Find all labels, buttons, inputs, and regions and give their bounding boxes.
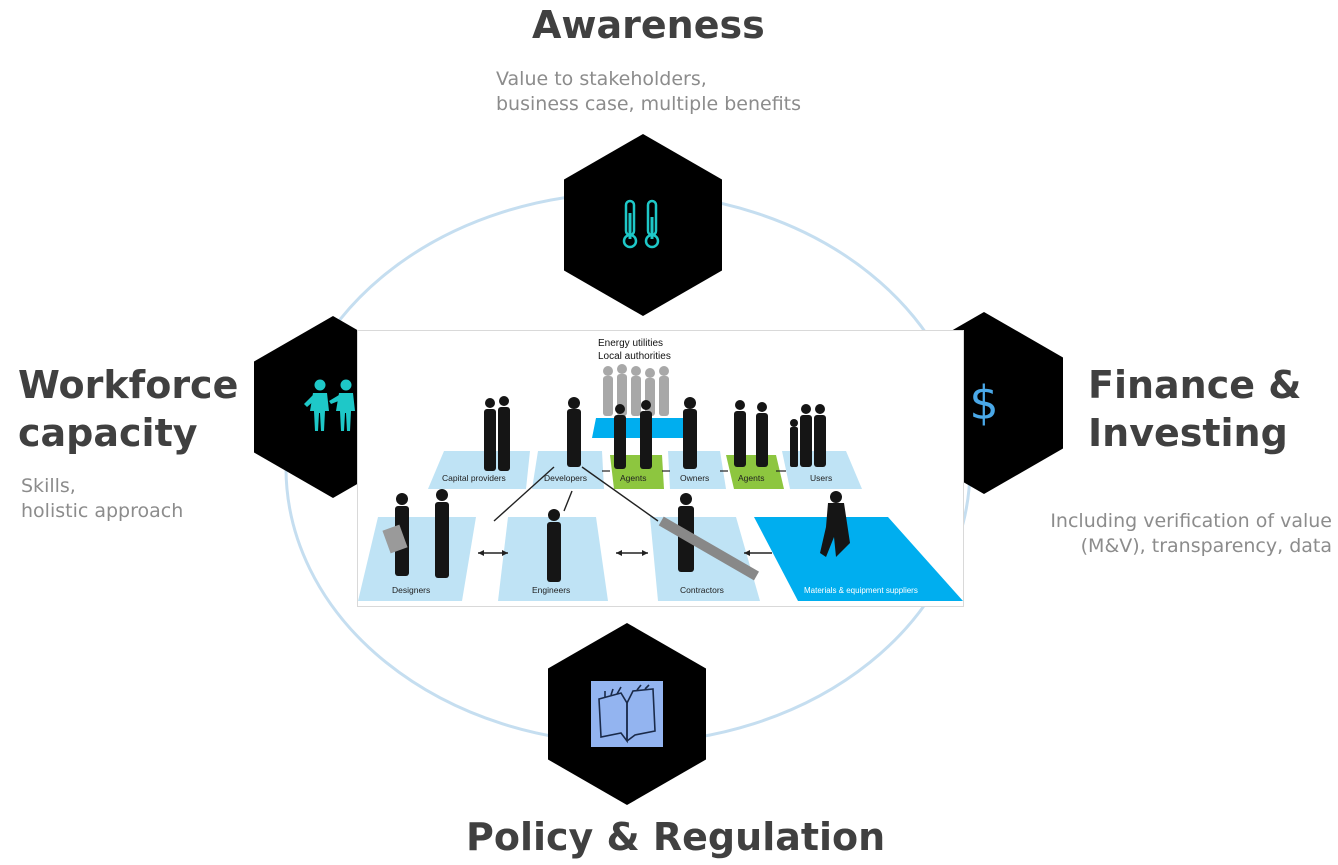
engineers-label: Engineers [532,585,570,595]
workforce-title-line2: capacity [18,410,198,455]
users-label: Users [810,473,832,483]
local-authorities-label: Local authorities [598,351,671,362]
thermometer-icon [622,199,660,249]
energy-utilities-label: Energy utilities [598,338,663,349]
agents-label-1: Agents [620,473,646,483]
stakeholder-map-svg: Energy utilities Local authorities [358,338,963,601]
svg-text:$: $ [969,376,998,430]
finance-title-line2: Investing [1088,410,1288,455]
contractors-label: Contractors [680,585,724,595]
row2-silhouettes [382,489,850,582]
workforce-subtitle-line1: Skills, [21,475,76,497]
policy-title: Policy & Regulation [466,815,886,859]
awareness-title: Awareness [532,3,765,47]
awareness-subtitle-line1: Value to stakeholders, [496,68,707,90]
row2-labels: Designers Engineers Contractors Material… [392,585,918,595]
workforce-subtitle: Skills, holistic approach [21,474,183,523]
people-icon [304,379,355,431]
finance-title: Finance & Investing [1088,362,1301,457]
materials-equipment-suppliers-label: Materials & equipment suppliers [804,586,918,595]
row1-labels: Capital providers Developers Agents Owne… [442,473,832,483]
dollar-icon: $ [969,376,998,430]
finance-subtitle: Including verification of value (M&V), t… [1050,509,1332,558]
book-icon [591,681,663,747]
owners-label: Owners [680,473,709,483]
agents-label-2: Agents [738,473,764,483]
finance-title-line1: Finance & [1088,363,1302,407]
crowd-silhouettes [603,364,669,416]
designers-label: Designers [392,585,430,595]
workforce-title: Workforce capacity [18,362,238,457]
awareness-subtitle: Value to stakeholders, business case, mu… [496,67,801,116]
finance-subtitle-line1: Including verification of value [1050,510,1332,532]
workforce-title-line1: Workforce [18,363,239,407]
stakeholder-map-image: Energy utilities Local authorities [357,330,964,607]
capital-providers-label: Capital providers [442,473,506,483]
workforce-subtitle-line2: holistic approach [21,499,184,522]
awareness-subtitle-line2: business case, multiple benefits [496,92,802,115]
finance-subtitle-line2: (M&V), transparency, data [1080,534,1332,557]
arrowheads [478,550,750,556]
developers-label: Developers [544,473,587,483]
row1-silhouettes [484,396,826,471]
